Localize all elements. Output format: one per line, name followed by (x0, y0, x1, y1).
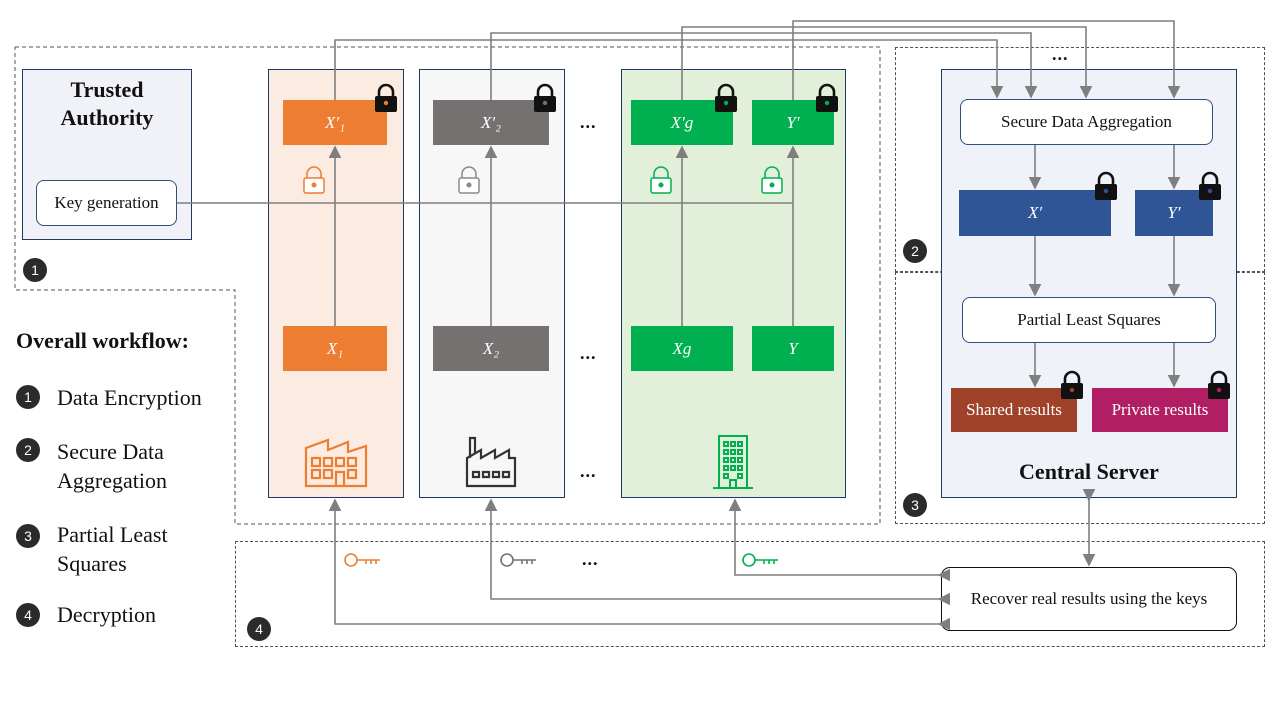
x1-upload-line (334, 39, 1004, 100)
workflow-step-2-label: Secure Data Aggregation (57, 439, 167, 493)
partial-least-squares-box: Partial Least Squares (962, 297, 1216, 343)
lock-icon (1061, 370, 1083, 399)
workflow-step-3-marker: 3 (16, 524, 40, 548)
workflow-heading: Overall workflow: (16, 328, 189, 353)
workflow-step-1-label: Data Encryption (57, 385, 202, 410)
stage-marker-2: 2 (903, 239, 927, 263)
x-prime-server-box: X′ (959, 190, 1111, 236)
private-results-box: Private results (1092, 388, 1228, 432)
stage-marker-4: 4 (247, 617, 271, 641)
workflow-step-2-marker: 2 (16, 438, 40, 462)
recover-results-box: Recover real results using the keys (941, 567, 1237, 631)
central-server-title: Central Server (1019, 459, 1159, 484)
x2-upload-line (490, 32, 1038, 100)
factory-icon (304, 438, 368, 488)
shared-results-box: Shared results (951, 388, 1077, 432)
y-plain-box: Y (752, 326, 834, 371)
secure-data-aggregation-box: Secure Data Aggregation (960, 99, 1213, 145)
lock-outline-icon (303, 166, 783, 194)
key-generation-box[interactable]: Key generation (36, 180, 177, 226)
x2-encrypted-box: X′₂ (433, 100, 549, 145)
ellipsis-top: ... (1052, 44, 1069, 64)
lock-icon (1199, 171, 1221, 200)
key-icon (344, 553, 778, 567)
workflow-step-1-marker: 1 (16, 385, 40, 409)
x1-encrypted-box: X′₁ (283, 100, 387, 145)
workflow-step-4-marker: 4 (16, 603, 40, 627)
lock-icon (1095, 171, 1117, 200)
trusted-authority-title: Trusted Authority (60, 77, 154, 130)
ellipsis-encrypted: ... (580, 112, 597, 132)
factory-icon (465, 436, 517, 488)
x2-plain-box: X₂ (433, 326, 549, 371)
lock-icon (715, 83, 737, 112)
workflow-step-4-label: Decryption (57, 602, 156, 627)
y-upload-line (792, 20, 1181, 100)
lock-icon (534, 83, 556, 112)
recover-to-x2-line (484, 498, 951, 606)
lock-icon (375, 83, 397, 112)
workflow-step-3-label: Partial Least Squares (57, 522, 168, 576)
recover-to-xg-line (728, 498, 951, 582)
lock-icon (1208, 370, 1230, 399)
xg-plain-box: Xg (631, 326, 733, 371)
recover-to-x1-line (328, 498, 951, 631)
ellipsis-icons: ... (580, 461, 597, 481)
xg-upload-line (681, 26, 1093, 100)
ellipsis-plain: ... (580, 343, 597, 363)
office-building-icon (713, 435, 753, 489)
stage-marker-1: 1 (23, 258, 47, 282)
lock-icon (816, 83, 838, 112)
x1-plain-box: X₁ (283, 326, 387, 371)
